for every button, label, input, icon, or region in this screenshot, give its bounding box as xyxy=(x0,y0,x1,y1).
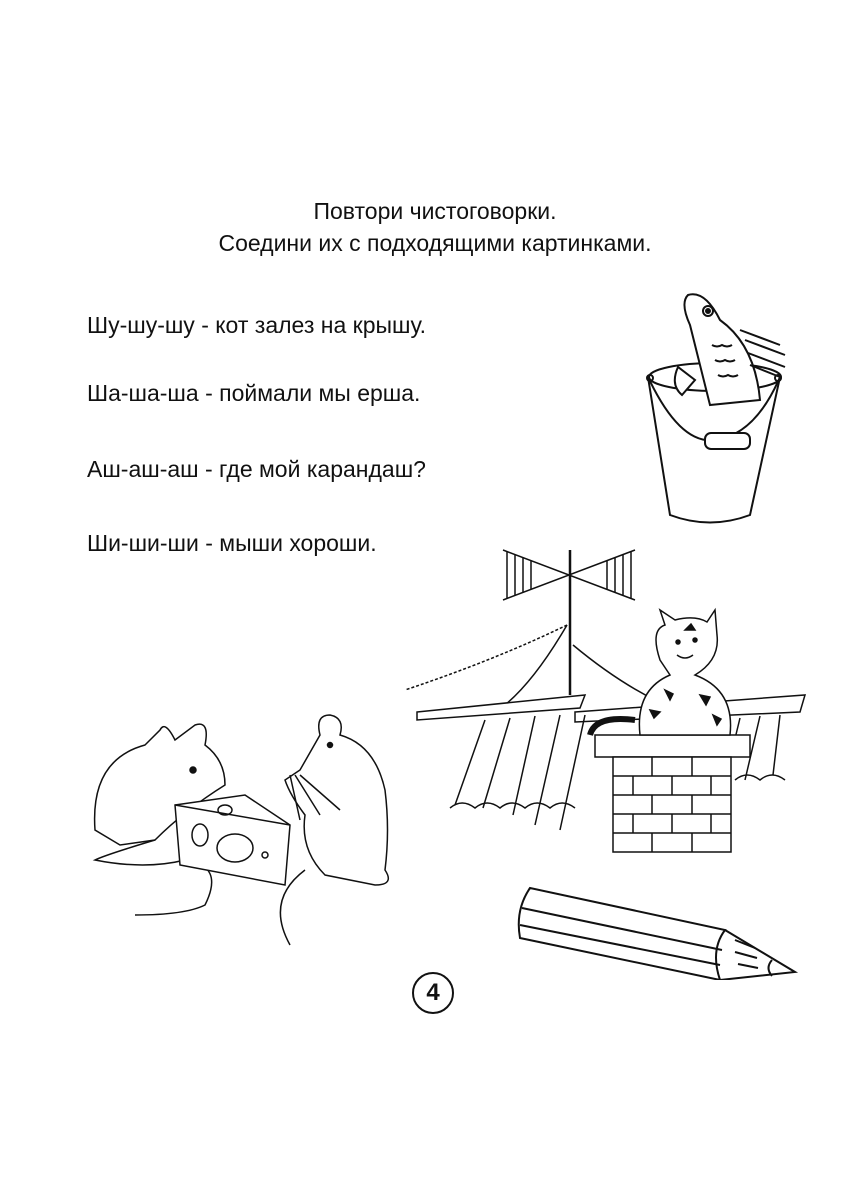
instruction-subtitle: Соедини их с подходящими картинками. xyxy=(218,230,652,256)
tongue-twister-1: Шу-шу-шу - кот залез на крышу. xyxy=(87,312,427,338)
tongue-twister-4: Ши-ши-ши - мыши хороши. xyxy=(87,530,377,556)
page-number-badge: 4 xyxy=(412,972,454,1014)
mice-with-cheese-picture xyxy=(85,700,415,950)
pencil-picture xyxy=(510,880,805,980)
cat-on-roof-picture xyxy=(395,540,810,860)
tongue-twister-2: Ша-ша-ша - поймали мы ерша. xyxy=(87,380,421,406)
tongue-twister-3: Аш-аш-аш - где мой карандаш? xyxy=(87,456,426,482)
fish-in-bucket-picture xyxy=(620,285,790,530)
instruction-title: Повтори чистоговорки. xyxy=(313,198,557,224)
